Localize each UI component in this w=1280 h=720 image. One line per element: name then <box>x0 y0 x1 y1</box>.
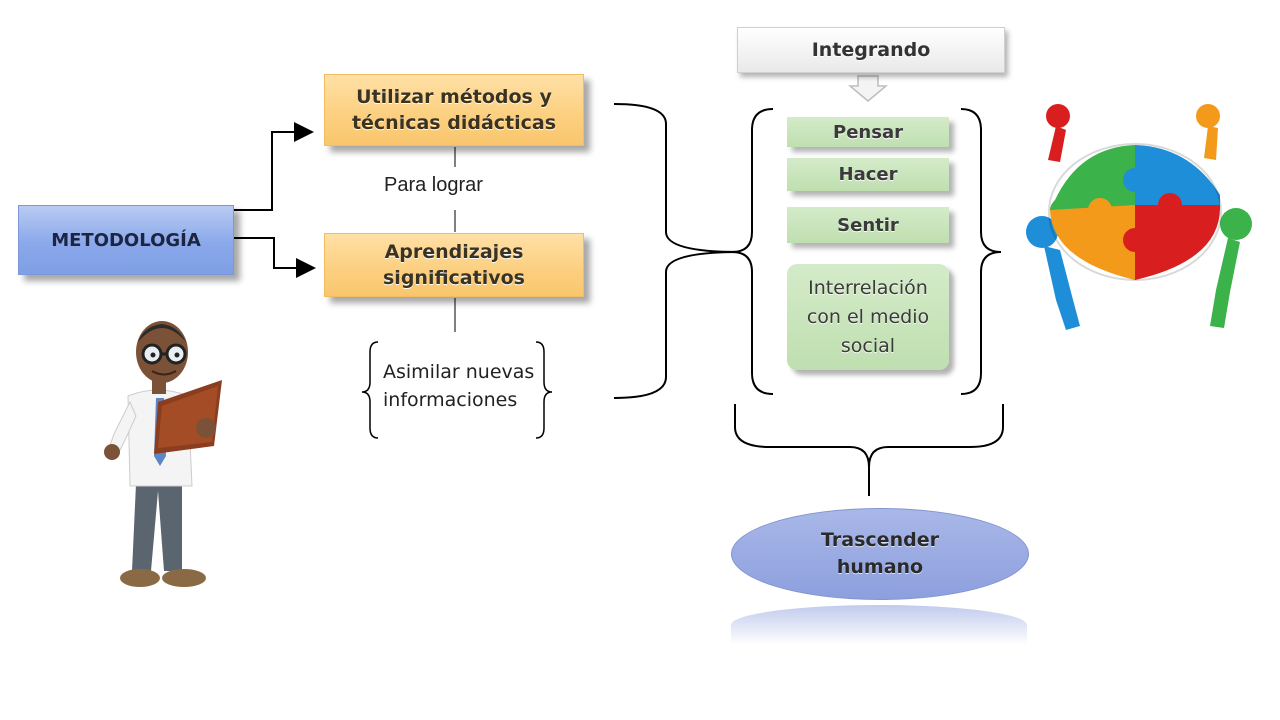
trascender-reflection <box>731 605 1027 645</box>
integrando-down-arrow <box>847 75 889 102</box>
bracket-right-green <box>960 108 1002 395</box>
arrow-to-utilizar <box>233 122 314 211</box>
trascender-ellipse: Trascender humano <box>731 508 1029 600</box>
metodologia-box: METODOLOGÍA <box>18 205 234 275</box>
puzzle-team-icon <box>1026 104 1252 330</box>
bracket-right-asimilar <box>535 341 553 439</box>
sentir-box: Sentir <box>787 207 949 243</box>
sentir-label: Sentir <box>837 214 899 236</box>
hacer-label: Hacer <box>838 164 898 185</box>
pensar-box: Pensar <box>787 117 949 147</box>
bracket-left-green <box>731 108 774 395</box>
integrando-label: Integrando <box>811 39 931 61</box>
interrelacion-label: Interrelación con el medio social <box>806 276 930 357</box>
para-lograr-label: Para lograr <box>384 174 483 196</box>
metodologia-label: METODOLOGÍA <box>51 229 201 251</box>
bottom-brace <box>734 404 1004 496</box>
asimilar-label: Asimilar nuevas informaciones <box>383 361 535 411</box>
utilizar-box: Utilizar métodos y técnicas didácticas <box>324 74 584 146</box>
large-brace-middle <box>613 103 741 399</box>
utilizar-label: Utilizar métodos y técnicas didácticas <box>351 86 557 134</box>
aprendizajes-box: Aprendizajes significativos <box>324 233 584 297</box>
teacher-reading-book-icon <box>104 321 222 587</box>
integrando-box: Integrando <box>737 27 1005 73</box>
trascender-label: Trascender humano <box>821 529 939 578</box>
arrow-to-aprendizajes <box>233 237 316 278</box>
aprendizajes-label: Aprendizajes significativos <box>383 241 525 289</box>
hacer-box: Hacer <box>787 158 949 191</box>
interrelacion-box: Interrelación con el medio social <box>787 264 949 370</box>
bracket-left-asimilar <box>361 341 379 439</box>
pensar-label: Pensar <box>833 121 903 143</box>
